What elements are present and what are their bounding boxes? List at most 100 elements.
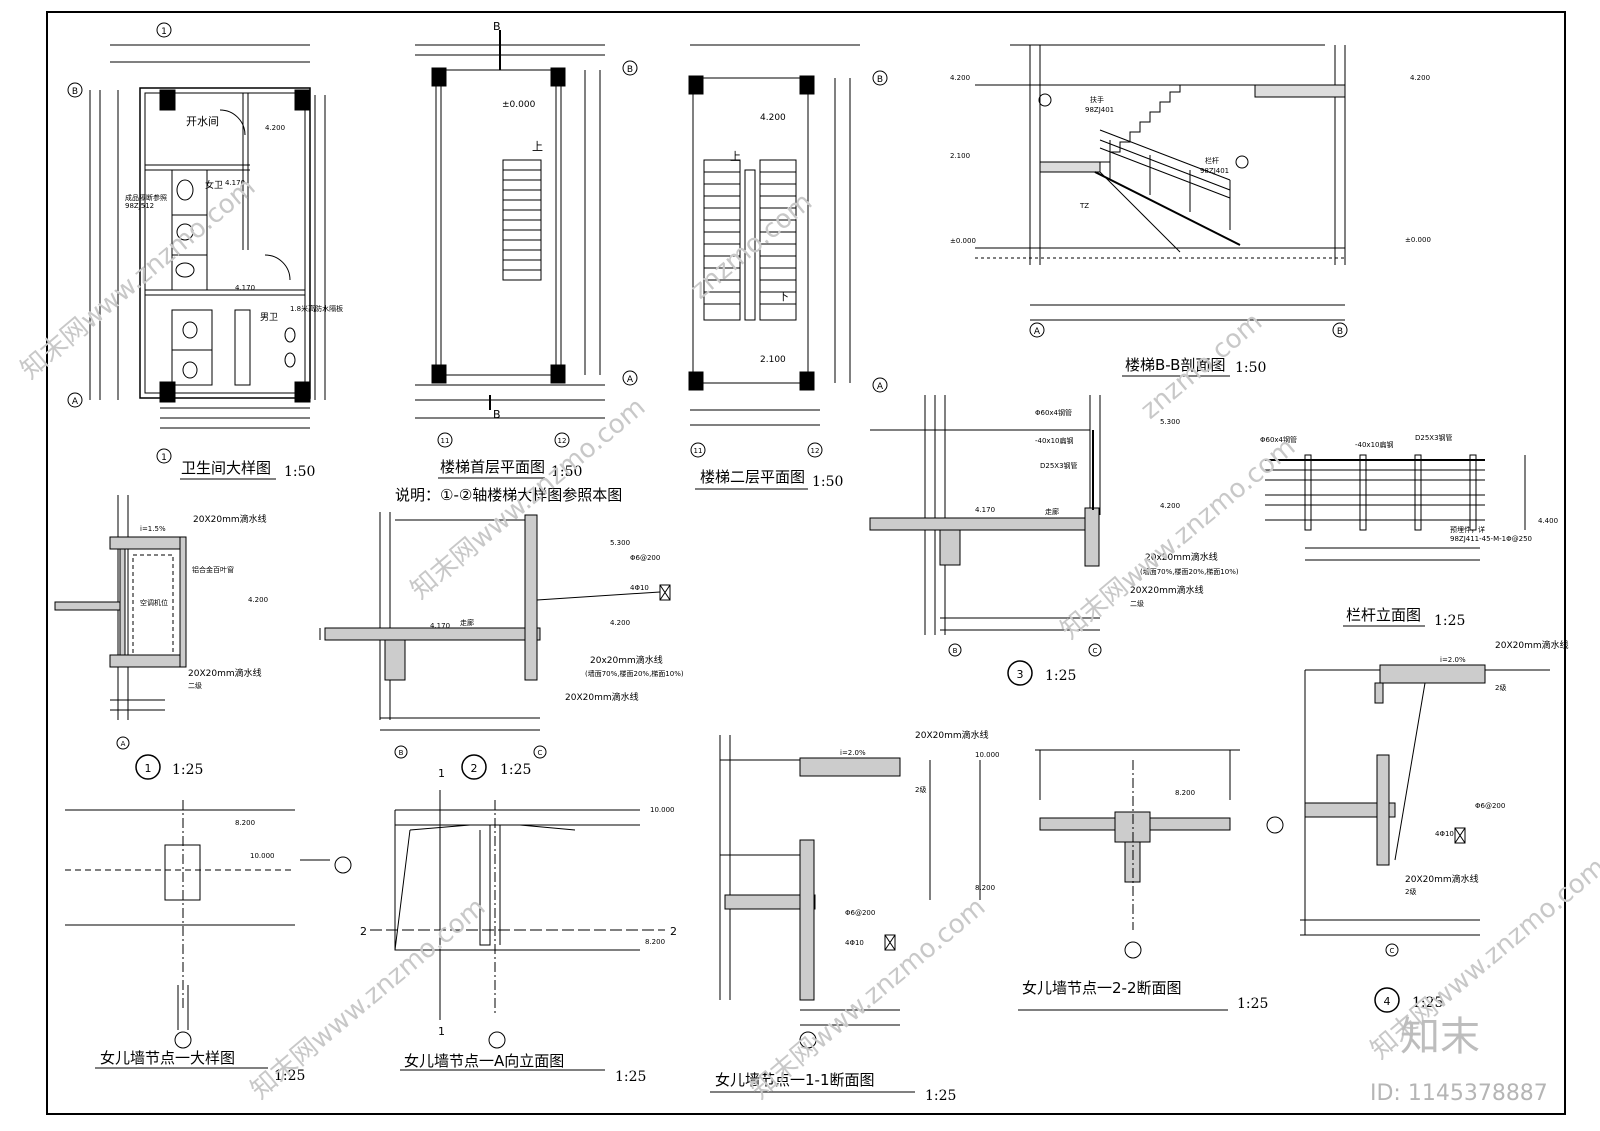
section-level-3: ±0.000	[950, 237, 976, 245]
toilet-detail-plan	[89, 44, 326, 429]
section-axis-b: B	[1337, 327, 1343, 337]
room-label-male: 男卫	[260, 312, 278, 323]
railing-label-pipe: Φ60x4钢管	[1260, 435, 1297, 444]
detail3-level-1: 5.300	[1160, 418, 1180, 426]
detail-1	[54, 495, 187, 780]
toilet-axis-1-top: 1	[161, 27, 167, 37]
section-label-railing: 栏杆	[1205, 156, 1219, 165]
detail4-axis-c: C	[1390, 947, 1395, 955]
parapet-a-section-2-right: 2	[670, 925, 677, 938]
toilet-level-3: 4.170	[235, 284, 255, 292]
watermark-4: 知末网www.znzmo.com	[245, 892, 491, 1105]
detail4-rebar-stirrup: Φ6@200	[1475, 802, 1505, 810]
detail1-number: 1	[145, 762, 152, 775]
detail4-slope: i=2.0%	[1440, 656, 1466, 664]
detail4-scale: 1:25	[1412, 995, 1443, 1011]
toilet-axis-1-bottom: 1	[161, 453, 167, 463]
stair-section-scale: 1:50	[1235, 360, 1266, 376]
toilet-axis-a: A	[72, 397, 79, 407]
parapet-1-1-title: 女儿墙节点一1-1断面图	[715, 1071, 875, 1089]
stair2-down: 下	[778, 290, 789, 303]
stair2-axis-b: B	[877, 75, 883, 85]
parapet-level-2: 10.000	[250, 852, 275, 860]
detail2-drip-2: 20X20mm滴水线	[565, 691, 639, 703]
toilet-note-std: 98ZJ512	[125, 202, 154, 210]
stair-ground-plan	[415, 30, 638, 448]
detail3-pipe: Φ60x4钢管	[1035, 408, 1072, 417]
detail-4	[1300, 664, 1550, 1013]
section-label-std2: 98ZJ401	[1200, 167, 1229, 175]
room-label-boiling-water: 开水间	[186, 115, 219, 128]
stair-ground-scale: 1:50	[551, 464, 582, 480]
detail2-axis-c: C	[538, 749, 543, 757]
parapet-2-2-title: 女儿墙节点一2-2断面图	[1022, 979, 1182, 997]
section-level-5: ±0.000	[1405, 236, 1431, 244]
detail3-axis-c: C	[1093, 647, 1098, 655]
room-label-female: 女卫	[205, 179, 223, 191]
parapet11-rebar-stirrup: Φ6@200	[845, 909, 875, 917]
detail4-number: 4	[1384, 995, 1391, 1008]
parapet11-rebar-main: 4Φ10	[845, 939, 864, 947]
detail4-drip-1: 20X20mm滴水线	[1495, 639, 1569, 651]
detail2-level-2: 4.200	[610, 619, 630, 627]
detail3-level-2: 4.200	[1160, 502, 1180, 510]
detail1-scale: 1:25	[172, 762, 203, 778]
detail2-axis-b: B	[399, 749, 404, 757]
detail4-drip-2: 20X20mm滴水线	[1405, 873, 1479, 885]
detail3-step: 二级	[1130, 599, 1144, 608]
stair2-axis-12: 12	[811, 447, 820, 455]
railing-elevation	[1265, 454, 1526, 561]
detail3-d25: D25X3钢管	[1040, 461, 1078, 470]
detail2-rebar-stirrup: Φ6@200	[630, 554, 660, 562]
detail2-level-1: 5.300	[610, 539, 630, 547]
stair2-level-mid: 2.100	[760, 355, 786, 365]
detail2-ratio: (墙面70%,楼面20%,梯面10%)	[585, 669, 684, 678]
detail1-drip-bottom: 20X20mm滴水线	[188, 667, 262, 679]
image-id: ID: 1145378887	[1370, 1081, 1548, 1106]
detail3-drip-2: 20X20mm滴水线	[1130, 584, 1204, 596]
detail1-drip-top: 20X20mm滴水线	[193, 513, 267, 525]
railing-label-flat: -40x10扁钢	[1355, 440, 1393, 449]
section-label-std1: 98ZJ401	[1085, 106, 1114, 114]
stair1-section-bottom: B	[493, 408, 501, 421]
toilet-level-1: 4.200	[265, 124, 285, 132]
parapet-detail-title: 女儿墙节点一大样图	[100, 1049, 235, 1067]
toilet-axis-bubbles	[67, 22, 172, 464]
detail2-drip-1: 20x20mm滴水线	[590, 654, 663, 666]
detail2-scale: 1:25	[500, 762, 531, 778]
railing-label-embed: 预埋件，详	[1450, 525, 1485, 534]
detail4-rebar-main: 4Φ10	[1435, 830, 1454, 838]
toilet-detail-title: 卫生间大样图	[181, 459, 271, 477]
detail3-axis-b: B	[953, 647, 958, 655]
detail-3	[869, 395, 1102, 686]
stair-second-title: 楼梯二层平面图	[700, 468, 805, 486]
detail1-step: 二级	[188, 681, 202, 690]
section-axis-a: A	[1034, 327, 1041, 337]
parapet-level-1: 8.200	[235, 819, 255, 827]
stair-section-bb	[975, 44, 1348, 338]
railing-level: 4.400	[1538, 517, 1558, 525]
stair1-section-top: B	[493, 20, 501, 33]
parapet-2-2-section	[1035, 749, 1284, 959]
stair1-level: ±0.000	[502, 100, 536, 110]
detail-2	[319, 512, 671, 780]
parapet-a-section-1-bottom: 1	[438, 1025, 445, 1038]
parapet-2-2-scale: 1:25	[1237, 996, 1268, 1012]
toilet-axis-b: B	[72, 87, 78, 97]
section-label-tz: TZ	[1079, 202, 1089, 210]
stair1-up: 上	[532, 140, 543, 153]
toilet-note-partition: 成品隔断参照	[125, 193, 167, 202]
stair-ground-title: 楼梯首层平面图	[440, 458, 545, 476]
parapet-1-1-section	[719, 735, 981, 1049]
stair-note: 说明：①-②轴楼梯大样图参照本图	[395, 486, 622, 504]
parapet11-level-1: 10.000	[975, 751, 1000, 759]
detail1-louver: 铝合金百叶窗	[192, 565, 234, 574]
stair2-axis-11: 11	[694, 447, 703, 455]
parapet11-step: 2级	[915, 785, 926, 794]
detail2-level-3: 4.170	[430, 622, 450, 630]
parapet-detail-scale: 1:25	[274, 1068, 305, 1084]
parapet-a-scale: 1:25	[615, 1069, 646, 1085]
detail2-number: 2	[471, 762, 478, 775]
railing-label-d25: D25X3钢管	[1415, 433, 1453, 442]
